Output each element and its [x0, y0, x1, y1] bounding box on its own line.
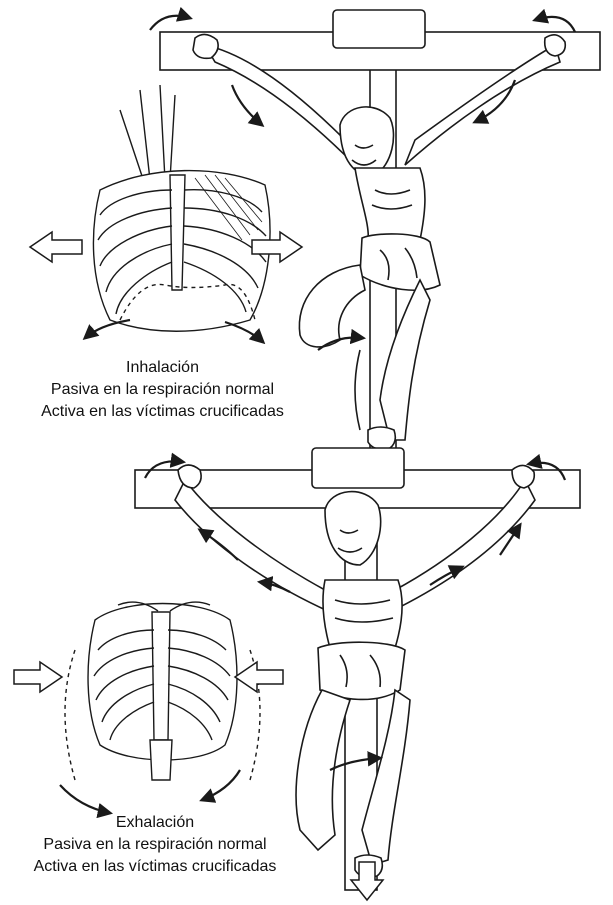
inhale-sternum — [170, 175, 185, 290]
top-feet — [368, 427, 395, 449]
top-loincloth — [360, 234, 440, 290]
ribcage-inhalation — [93, 85, 270, 331]
inhalation-line-crucified: Activa en las víctimas crucificadas — [0, 401, 325, 423]
top-left-hand — [193, 34, 218, 58]
bottom-loincloth — [318, 642, 405, 699]
exhale-right-compress-arrow — [235, 662, 283, 692]
bottom-cross-titulus — [312, 448, 404, 488]
inhalation-line-normal: Pasiva en la respiración normal — [0, 379, 325, 401]
top-cross-titulus — [333, 10, 425, 48]
exhalation-line-crucified: Activa en las víctimas crucificadas — [0, 856, 310, 878]
exhalation-caption: Exhalación Pasiva en la respiración norm… — [0, 812, 310, 878]
bottom-torso — [323, 580, 402, 648]
top-torso — [355, 168, 425, 240]
top-right-hand — [545, 35, 566, 56]
bottom-head — [325, 492, 381, 565]
inhalation-title: Inhalación — [0, 357, 325, 379]
top-left-leg — [299, 265, 365, 347]
exhalation-title: Exhalación — [0, 812, 310, 834]
ribcage-exhalation — [65, 602, 260, 780]
inhalation-caption: Inhalación Pasiva en la respiración norm… — [0, 357, 325, 423]
exhalation-line-normal: Pasiva en la respiración normal — [0, 834, 310, 856]
exhale-left-compress-arrow — [14, 662, 62, 692]
inhale-left-expand-arrow — [30, 232, 82, 262]
exhale-sternum — [152, 612, 170, 740]
